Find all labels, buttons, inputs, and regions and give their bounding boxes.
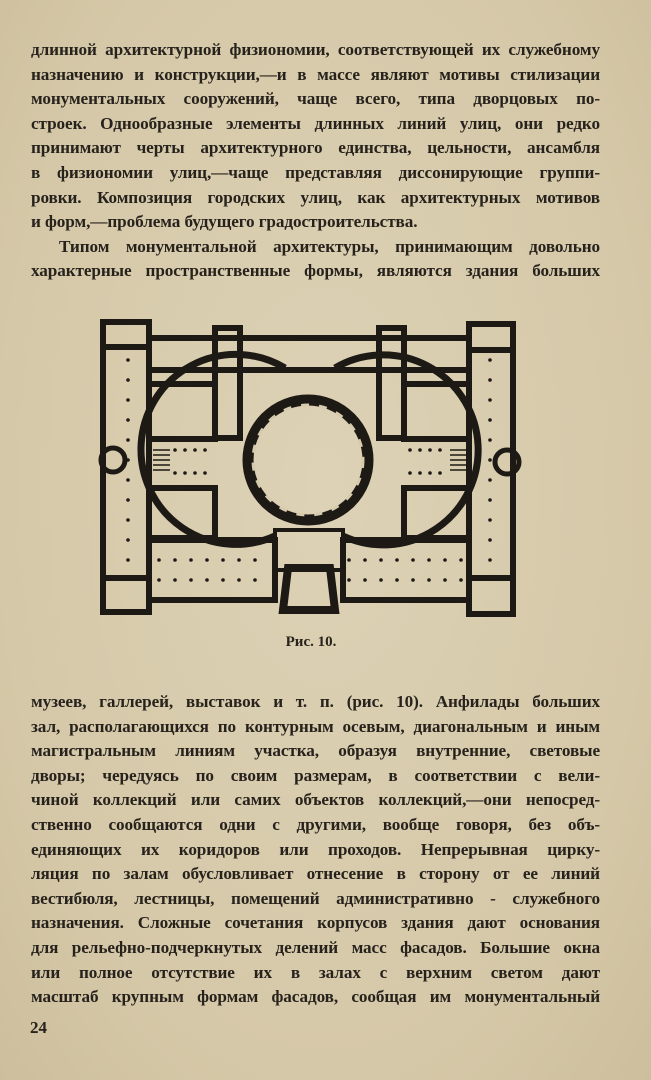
column-mark [173,578,177,582]
column-mark [203,471,207,475]
column-mark [157,558,161,562]
column-mark [418,471,422,475]
column-mark [157,578,161,582]
column-mark [189,578,193,582]
column-mark [126,358,130,362]
text-line: длинной архитектурной физиономии, соотве… [31,40,600,59]
text-line: музеев, галлерей, выставок и т. п. (рис.… [31,692,600,711]
column-mark [459,578,463,582]
column-mark [488,438,492,442]
text-line: дворы; чередуясь по своим размерам, в со… [31,765,600,785]
text-block-top: длинной архитектурной физиономии, соотве… [31,38,600,284]
text-line: принимают черты архитектурного единства,… [31,138,600,158]
text-block-bottom: музеев, галлерей, выставок и т. п. (рис.… [31,690,600,1010]
text-line: назначению и конструкции,—и в массе явля… [31,64,600,84]
column-mark [488,378,492,382]
column-mark [253,558,257,562]
column-mark [428,448,432,452]
text-line: ственно сообщаются одни с другими, вообщ… [31,814,600,834]
column-mark [379,558,383,562]
column-mark [347,578,351,582]
column-mark [427,558,431,562]
text-line: и форм,—проблема будущего градостроитель… [31,212,418,232]
column-mark [253,578,257,582]
column-mark [203,448,207,452]
column-mark [459,558,463,562]
column-mark [189,558,193,562]
text-line: Типом монументальной архитектуры, приним… [59,236,600,256]
column-mark [126,558,130,562]
column-mark [221,578,225,582]
column-mark [438,471,442,475]
column-mark [183,471,187,475]
text-line: в физиономии улиц,—чаще представляя дисс… [31,162,600,182]
column-mark [408,448,412,452]
column-mark [488,478,492,482]
column-mark [379,578,383,582]
column-mark [443,558,447,562]
column-mark [488,398,492,402]
text-line: ровки. Композиция городских улиц, как ар… [31,187,600,207]
museum-floor-plan [98,319,522,617]
column-mark [183,448,187,452]
column-mark [488,358,492,362]
column-mark [126,398,130,402]
column-mark [411,558,415,562]
page-number: 24 [30,1018,47,1037]
column-mark [126,438,130,442]
text-line: чиной коллекций или самих объектов колле… [31,790,600,810]
text-line: или полное отсутствие их в залах с верхн… [31,962,600,982]
column-mark [173,471,177,475]
column-mark [205,558,209,562]
column-mark [395,578,399,582]
column-mark [205,578,209,582]
column-mark [418,448,422,452]
column-mark [488,558,492,562]
column-mark [237,578,241,582]
column-mark [126,498,130,502]
column-mark [488,458,492,462]
text-line: магистральным линиям участка, образуя вн… [31,741,600,761]
column-mark [173,448,177,452]
text-line: для рельефно-подчеркнутых делений масс ф… [31,937,600,957]
column-mark [411,578,415,582]
text-line: характерные пространственные формы, явля… [31,261,600,281]
column-mark [173,558,177,562]
figure-caption: Рис. 10. [285,634,337,650]
column-mark [428,471,432,475]
column-mark [126,518,130,522]
text-line: вестибюля, лестницы, помещений администр… [31,888,600,908]
column-mark [126,458,130,462]
column-mark [438,448,442,452]
text-line: строек. Однообразные элементы длинных ли… [31,113,600,133]
column-mark [408,471,412,475]
column-mark [488,518,492,522]
column-mark [443,578,447,582]
text-line: зал, располагающихся по контурным осевым… [31,716,600,736]
column-mark [395,558,399,562]
column-mark [237,558,241,562]
column-mark [193,471,197,475]
column-mark [347,558,351,562]
text-line: масштаб крупным формам фасадов, сообщая … [31,987,600,1007]
column-mark [427,578,431,582]
column-mark [363,558,367,562]
text-line: назначения. Сложные сочетания корпусов з… [31,913,600,933]
column-mark [488,418,492,422]
text-line: единяющих их коридоров или проходов. Неп… [31,839,600,859]
text-line: ляция по залам обусловливает отнесение в… [31,864,600,884]
column-mark [488,538,492,542]
column-mark [221,558,225,562]
column-mark [126,538,130,542]
column-mark [126,418,130,422]
column-mark [126,478,130,482]
column-mark [193,448,197,452]
column-mark [126,378,130,382]
text-line: монументальных сооружений, чаще всего, т… [31,89,600,109]
column-mark [363,578,367,582]
column-mark [488,498,492,502]
